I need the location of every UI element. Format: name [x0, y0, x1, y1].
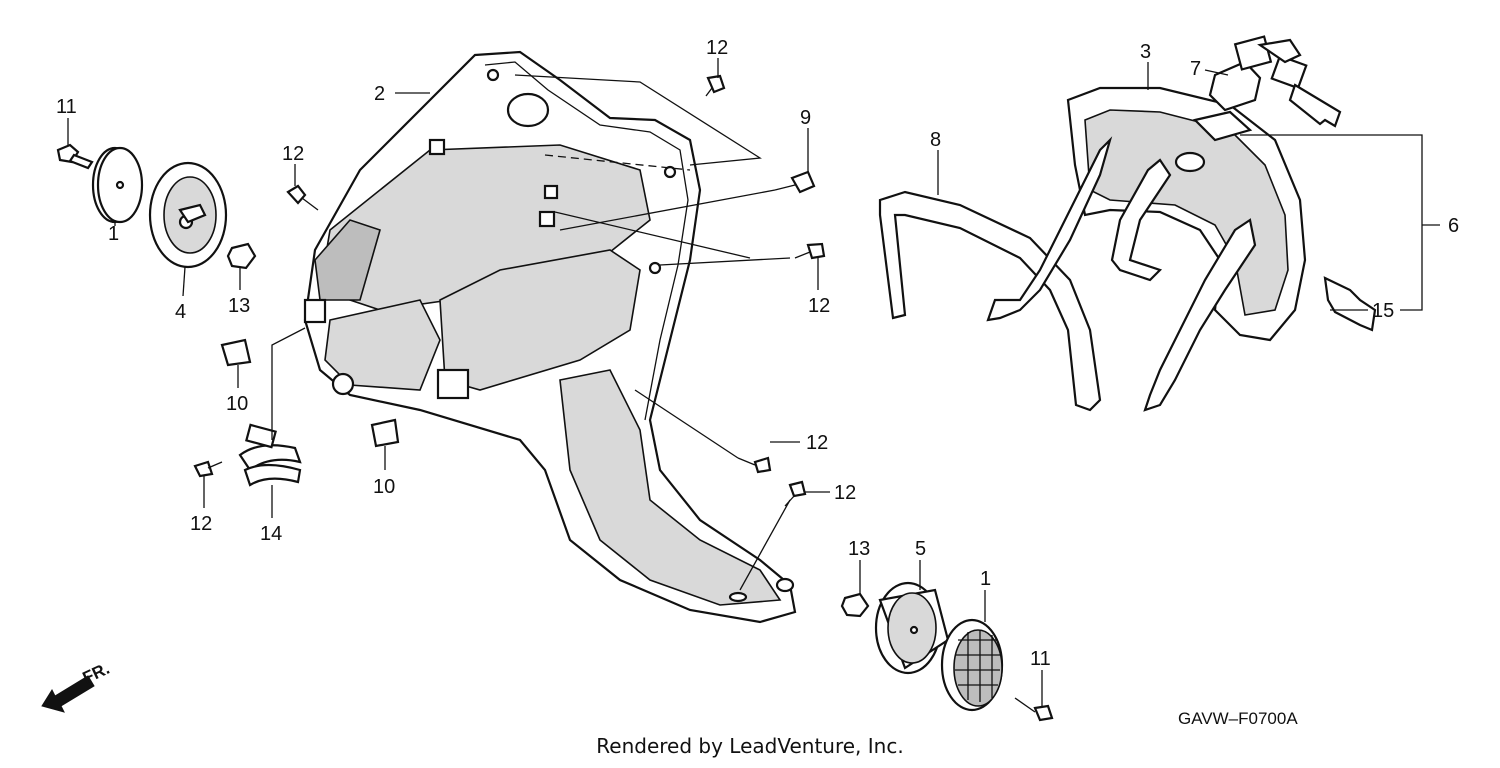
callout-12-bottom-left: 12: [190, 513, 212, 535]
callout-1-left: 1: [108, 223, 119, 245]
callout-8: 8: [930, 129, 941, 151]
callout-numbers: 1 1 2 3 4 5 6 7 8 9 10 10 11 11 12 12 12…: [56, 37, 1459, 670]
part-bolt-11-bottom: [1014, 697, 1054, 722]
part-nut-13-left: [226, 242, 257, 270]
callout-12-top: 12: [706, 37, 728, 59]
part-clip-10-b: [370, 418, 400, 448]
callout-10-b: 10: [373, 476, 395, 498]
part-bolt-9: [774, 170, 816, 194]
callout-13-right: 13: [848, 538, 870, 560]
part-key-cylinder: [1192, 35, 1342, 142]
callout-14: 14: [260, 523, 282, 545]
callout-12-low-a: 12: [806, 432, 828, 454]
callout-12-mid: 12: [808, 295, 830, 317]
footer-credit: Rendered by LeadVenture, Inc.: [596, 734, 904, 758]
callout-9: 9: [800, 107, 811, 129]
callout-6: 6: [1448, 215, 1459, 237]
part-grille-1-right: [940, 618, 1004, 712]
callout-10-a: 10: [226, 393, 248, 415]
diagram-code: GAVW–F0700A: [1178, 709, 1298, 728]
callout-7: 7: [1190, 58, 1201, 80]
part-clip-10-a: [220, 338, 252, 367]
part-ring-4: [148, 161, 228, 269]
part-cover-3: [986, 86, 1307, 412]
part-band-14: [238, 423, 302, 487]
callout-5: 5: [915, 538, 926, 560]
part-cap-5: [874, 581, 950, 675]
part-clip-15: [1323, 276, 1377, 332]
callout-13-left: 13: [228, 295, 250, 317]
front-direction-indicator: FR.: [41, 659, 113, 713]
callout-3: 3: [1140, 41, 1151, 63]
callout-11-top: 11: [56, 96, 77, 118]
callout-15: 15: [1372, 300, 1394, 322]
front-arrow-icon: [41, 675, 95, 713]
part-nut-13-right: [840, 592, 870, 618]
part-inner-box: [303, 50, 797, 624]
part-bolt-11-top: [56, 143, 94, 170]
callout-1-right: 1: [980, 568, 991, 590]
callout-4: 4: [175, 301, 186, 323]
callout-12-low-b: 12: [834, 482, 856, 504]
callout-12-left-top: 12: [282, 143, 304, 165]
callout-11-bottom: 11: [1030, 648, 1051, 670]
callout-2: 2: [374, 83, 385, 105]
part-screws-12: [193, 74, 826, 507]
part-cap-left: [91, 146, 144, 224]
leader-lines: [67, 58, 1440, 706]
part-frame-8: [878, 190, 1102, 412]
